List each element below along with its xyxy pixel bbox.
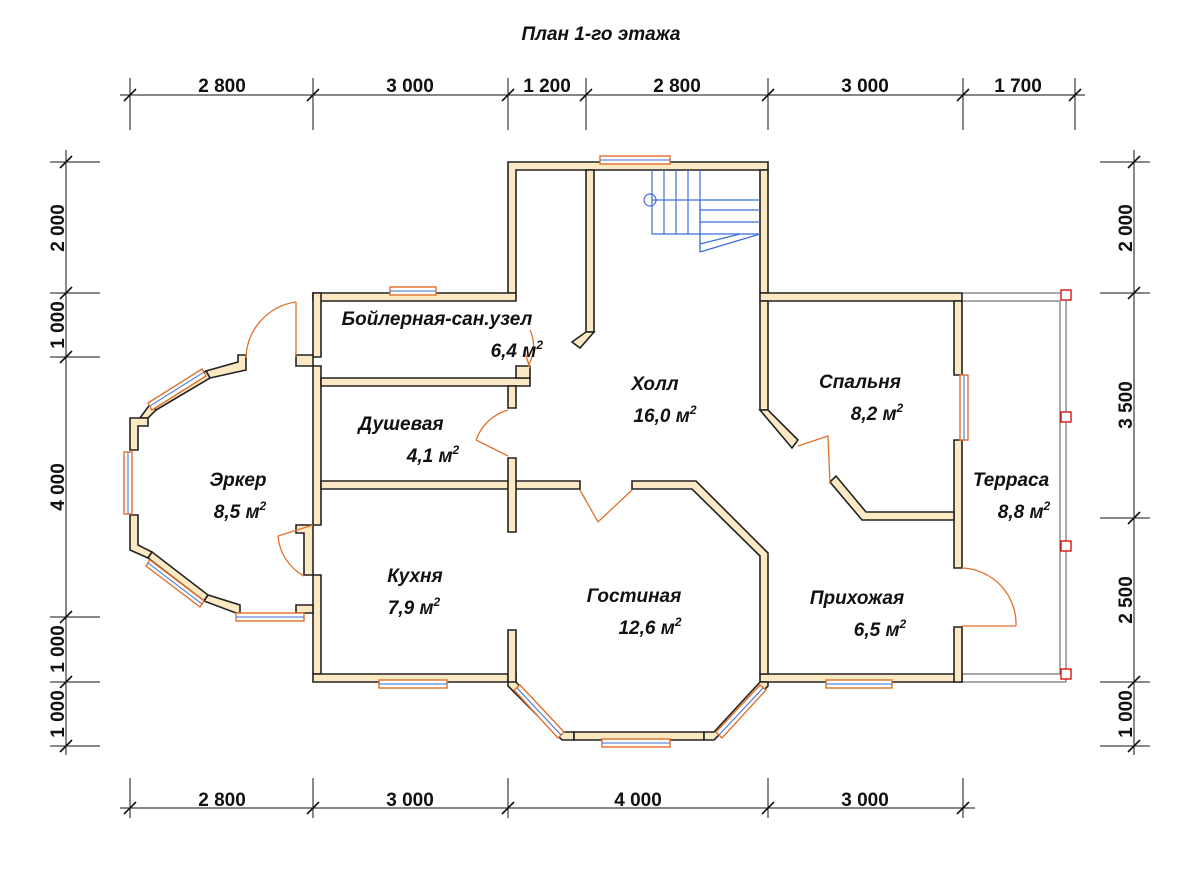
room-name: Кухня: [387, 566, 442, 587]
room-hall: Холл 16,0 м2: [630, 374, 696, 427]
room-name: Спальня: [819, 372, 901, 393]
top-dim-6: 1 700: [994, 76, 1042, 97]
room-area: 8,2 м2: [851, 401, 904, 425]
room-area: 8,5 м2: [214, 499, 267, 523]
room-name: Бойлерная-сан.узел: [342, 309, 533, 330]
room-name: Холл: [630, 374, 678, 395]
right-dim-4: 1 000: [1116, 690, 1137, 738]
staircase: [643, 170, 761, 253]
left-dimension-chain: 2 000 1 000 4 000 1 000 1 000: [48, 150, 100, 755]
room-area: 4,1 м2: [406, 443, 460, 467]
room-bay: Эркер 8,5 м2: [209, 470, 266, 523]
bottom-dim-2: 3 000: [386, 790, 434, 811]
top-dim-4: 2 800: [653, 76, 701, 97]
room-shower: Душевая 4,1 м2: [356, 414, 459, 467]
door-swing: [797, 435, 831, 485]
room-area: 8,8 м2: [998, 499, 1051, 523]
door-swing: [961, 567, 1017, 627]
plan-title: План 1-го этажа: [522, 24, 681, 45]
room-kitchen: Кухня 7,9 м2: [387, 566, 442, 619]
bottom-dimension-chain: 2 800 3 000 4 000 3 000: [120, 778, 975, 818]
left-dim-1: 2 000: [48, 204, 69, 252]
door-swing: [579, 489, 633, 524]
door-swing: [475, 409, 509, 441]
room-area: 7,9 м2: [388, 595, 441, 619]
door-swing: [527, 329, 535, 367]
room-name: Эркер: [209, 470, 266, 491]
top-dim-2: 3 000: [386, 76, 434, 97]
doors: [245, 301, 1017, 627]
bottom-dim-4: 3 000: [841, 790, 889, 811]
top-dimension-chain: 2 800 3 000 1 200 2 800 3 000 1 700: [120, 76, 1085, 130]
left-dim-3: 4 000: [48, 463, 69, 511]
bottom-dim-1: 2 800: [198, 790, 246, 811]
terrace-outline: [962, 289, 1072, 683]
terrace-post: [1060, 289, 1072, 301]
room-terrace: Терраса 8,8 м2: [973, 470, 1051, 523]
bottom-dim-3: 4 000: [614, 790, 662, 811]
right-dim-1: 2 000: [1116, 204, 1137, 252]
room-area: 6,4 м2: [491, 338, 544, 362]
room-entrance: Прихожая 6,5 м2: [810, 588, 907, 641]
left-dim-2: 1 000: [48, 301, 69, 349]
right-dim-2: 3 500: [1116, 381, 1137, 429]
room-labels: Бойлерная-сан.узел 6,4 м2 Холл 16,0 м2 С…: [209, 309, 1050, 641]
left-dim-4: 1 000: [48, 625, 69, 673]
room-name: Терраса: [973, 470, 1050, 491]
left-dim-5: 1 000: [48, 690, 69, 738]
terrace-post: [1060, 668, 1072, 680]
top-dim-5: 3 000: [841, 76, 889, 97]
terrace-post: [1060, 540, 1072, 552]
windows: [123, 155, 969, 748]
room-name: Гостиная: [587, 586, 682, 607]
door-swing: [245, 301, 297, 359]
right-dimension-chain: 2 000 3 500 2 500 1 000: [1100, 150, 1150, 755]
room-area: 12,6 м2: [618, 615, 681, 639]
top-dim-3: 1 200: [523, 76, 571, 97]
stair-start-marker: [643, 193, 657, 207]
right-dim-3: 2 500: [1116, 576, 1137, 624]
room-boiler: Бойлерная-сан.узел 6,4 м2: [342, 309, 544, 362]
door-swing: [277, 535, 305, 577]
room-living: Гостиная 12,6 м2: [587, 586, 682, 639]
room-name: Прихожая: [810, 588, 904, 609]
walls: [129, 161, 963, 741]
room-area: 6,5 м2: [854, 617, 907, 641]
terrace-post: [1060, 411, 1072, 423]
room-bedroom: Спальня 8,2 м2: [819, 372, 903, 425]
room-name: Душевая: [356, 414, 443, 435]
room-area: 16,0 м2: [633, 403, 696, 427]
top-dim-1: 2 800: [198, 76, 246, 97]
